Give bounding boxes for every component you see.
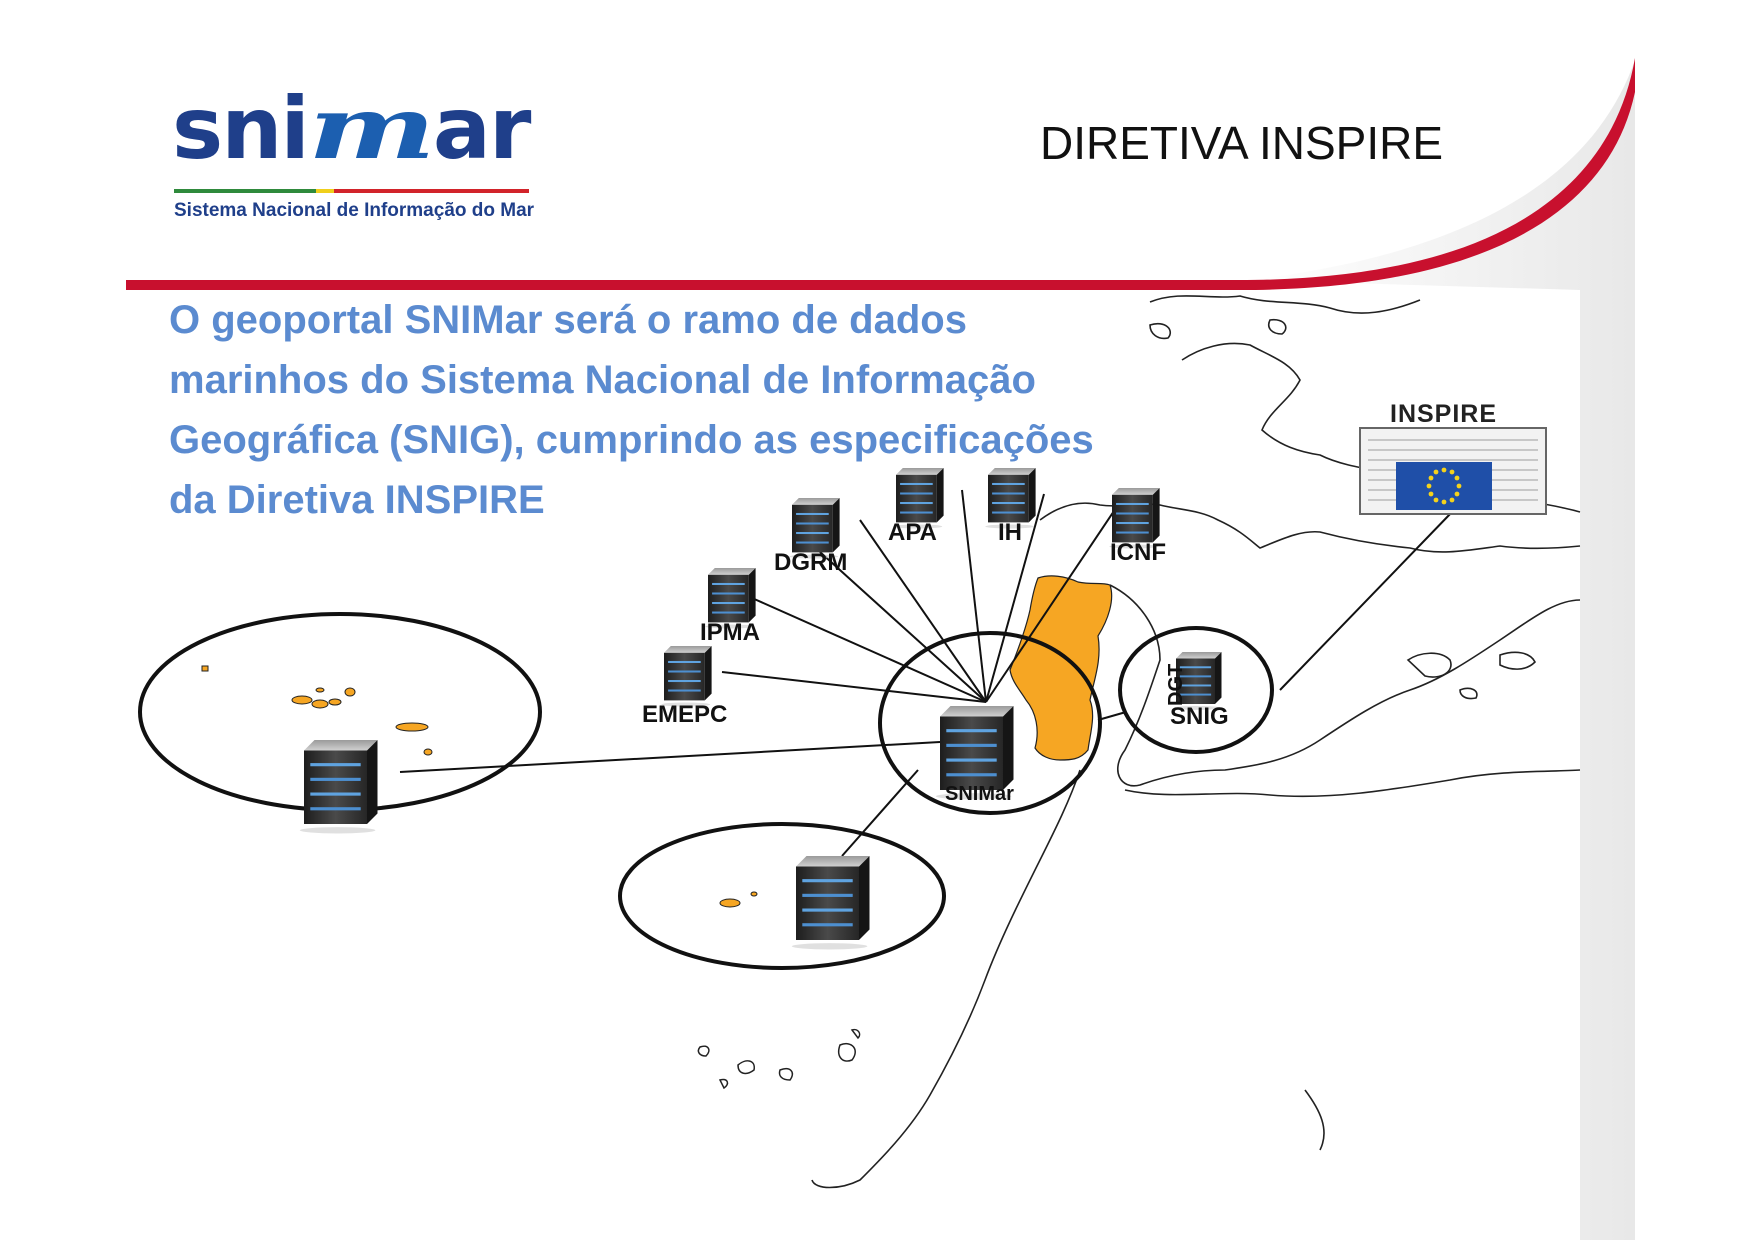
node-label-icnf: ICNF [1110,539,1166,566]
background-swoosh-band [1250,60,1635,1240]
logo-color-bar [174,189,529,193]
node-label-dgt: DGT [1165,664,1187,706]
intro-line-2: marinhos do Sistema Nacional de Informaç… [169,358,1036,402]
madeira-islands [719,891,758,908]
node-label-ipma: IPMA [700,619,760,646]
inspire-label: INSPIRE [1390,400,1497,428]
intro-line-4: da Diretiva INSPIRE [169,478,545,522]
logo-wave-mark: m [308,78,435,179]
snig-circle [1118,626,1274,754]
connection-lines [399,489,1453,857]
snimar-logo: snimar [172,78,531,179]
node-label-ih: IH [998,519,1022,546]
intro-line-1: O geoportal SNIMar será o ramo de dados [169,298,967,342]
inspire-emblem: INSPIRE [1359,400,1547,515]
server-emepc [661,646,712,707]
intro-line-3: Geográfica (SNIG), cumprindo as especifi… [169,418,1094,462]
azores-islands [201,665,433,756]
node-label-apa: APA [888,519,937,546]
portugal-mainland [1009,575,1113,761]
node-label-dgrm: DGRM [774,549,847,576]
intro-paragraph: O geoportal SNIMar será o ramo de dados … [169,290,1169,530]
logo-tagline: Sistema Nacional de Informação do Mar [174,200,535,221]
node-label-snimar: SNIMar [945,783,1014,805]
node-label-emepc: EMEPC [642,701,727,728]
snimar-hub-circle [878,631,1102,815]
logo-wordmark-left: sni [172,79,310,179]
canary-islands [697,1028,861,1090]
logo-wordmark-right: ar [432,79,531,179]
node-label-snig: SNIG [1170,703,1229,730]
server-madeira [791,856,870,950]
eu-flag-stars [1426,467,1462,505]
slide-title: DIRETIVA INSPIRE [1040,117,1444,169]
madeira-group-ellipse [618,822,946,970]
server-azores [299,740,378,834]
